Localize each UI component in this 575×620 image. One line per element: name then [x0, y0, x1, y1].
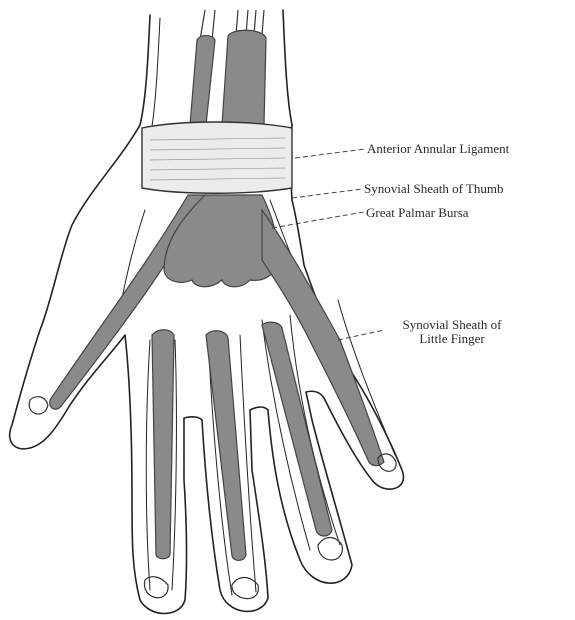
leader-palmar-bursa — [272, 212, 364, 228]
label-anterior-annular-ligament: Anterior Annular Ligament — [367, 142, 509, 156]
thumb-sheath-forearm — [190, 36, 215, 126]
leader-thumb-sheath — [292, 189, 362, 198]
label-great-palmar-bursa: Great Palmar Bursa — [366, 206, 469, 220]
forearm-outline-right — [283, 10, 292, 125]
anterior-annular-ligament — [142, 122, 292, 193]
label-synovial-sheath-thumb: Synovial Sheath of Thumb — [364, 182, 504, 196]
great-palmar-bursa-forearm — [222, 30, 266, 125]
middle-finger-sheath — [206, 331, 246, 561]
leader-annular-ligament — [295, 149, 365, 158]
forearm-outline-left — [140, 15, 150, 125]
label-little-finger-line1: Synovial Sheath of — [372, 318, 532, 332]
index-finger-sheath — [152, 330, 174, 559]
label-synovial-sheath-little-finger: Synovial Sheath of Little Finger — [372, 318, 532, 346]
label-little-finger-line2: Little Finger — [372, 332, 532, 346]
